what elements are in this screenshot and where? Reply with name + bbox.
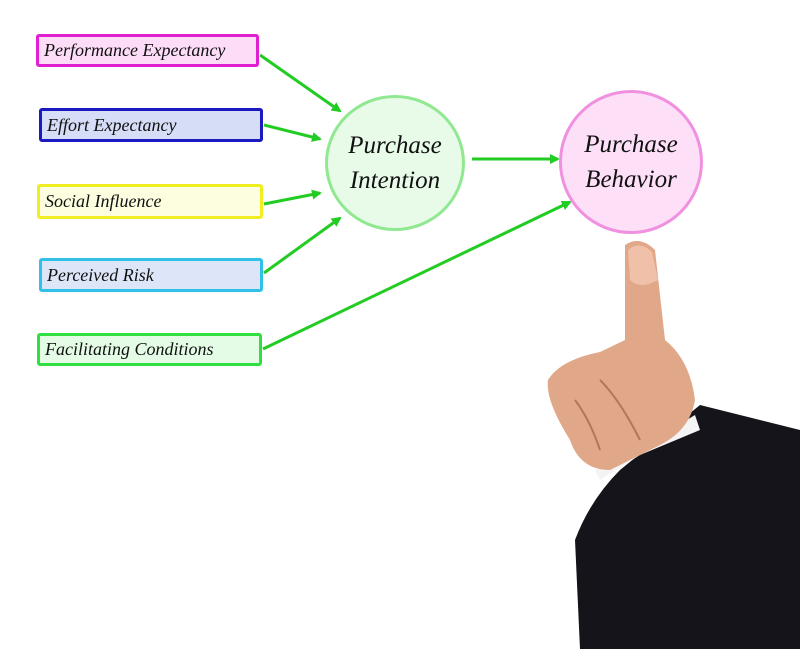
factor-label: Performance Expectancy [44, 40, 226, 60]
arrow-effort-to-intention [263, 123, 322, 142]
factor-performance-expectancy: Performance Expectancy [36, 34, 259, 67]
factor-label: Effort Expectancy [47, 114, 177, 135]
node-label-line2: Behavior [585, 166, 677, 193]
node-label-line1: Purchase [348, 132, 442, 159]
arrow-risk-to-intention [263, 216, 342, 275]
factor-label: Perceived Risk [47, 264, 154, 285]
factor-social-influence: Social Influence [37, 184, 263, 219]
factor-label: Social Influence [45, 191, 162, 211]
node-label-line2: Intention [349, 167, 441, 194]
factor-label: Facilitating Conditions [45, 339, 214, 359]
arrow-performance-to-intention [259, 53, 342, 113]
factor-facilitating-conditions: Facilitating Conditions [37, 333, 262, 366]
purchase-behavior-node: Purchase Behavior [559, 90, 703, 234]
purchase-intention-node: Purchase Intention [325, 95, 465, 231]
node-label-line1: Purchase [584, 131, 678, 158]
factor-perceived-risk: Perceived Risk [39, 258, 263, 292]
arrow-social-to-intention [263, 189, 322, 206]
pointing-hand-image [547, 241, 800, 649]
factor-effort-expectancy: Effort Expectancy [39, 108, 263, 142]
arrow-facilitating-to-behavior [262, 200, 572, 351]
